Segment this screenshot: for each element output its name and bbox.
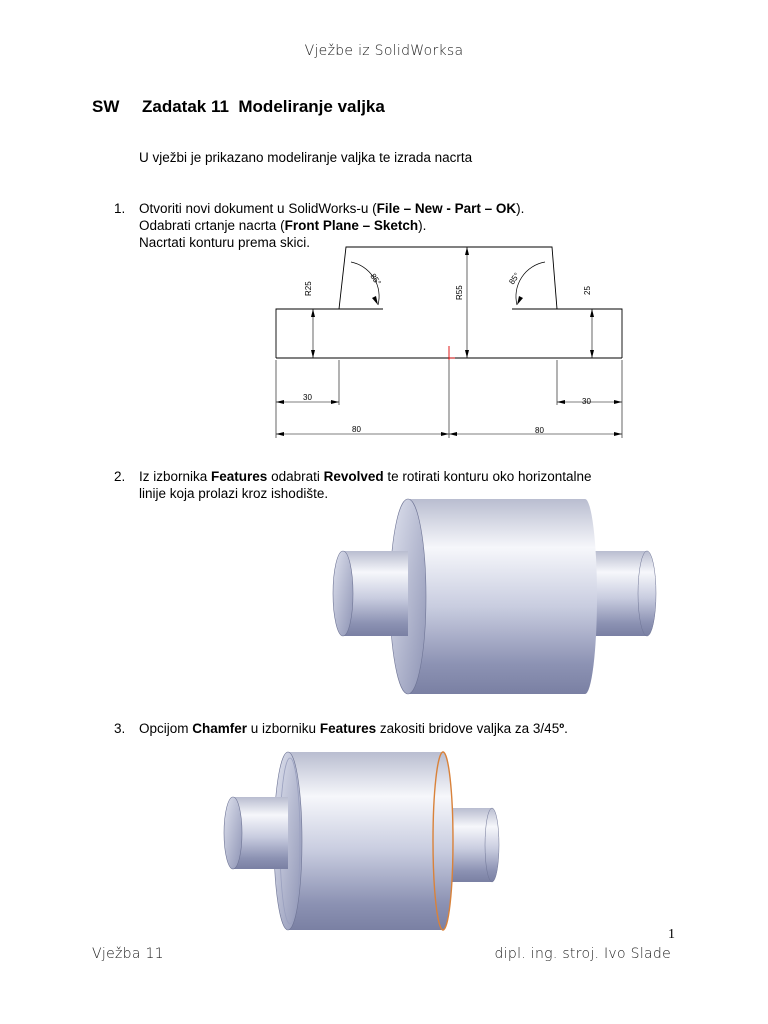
document-title: SW Zadatak 11 Modeliranje valjka — [92, 97, 385, 117]
text-run: ). — [516, 201, 525, 216]
dim-angle-right-label: 85° — [507, 271, 521, 286]
dim-80-right-label: 80 — [535, 426, 544, 435]
bold-term: Features — [319, 721, 377, 736]
bold-term: º — [559, 721, 565, 736]
step-3: 3. Opcijom Chamfer u izborniku Features … — [114, 720, 568, 737]
text-run: . — [564, 721, 568, 736]
dim-angle-left-label: 85° — [368, 272, 382, 287]
bold-term: File – New - Part – OK — [376, 201, 517, 216]
bold-term: Features — [211, 469, 268, 484]
step-1-line: Otvoriti novi dokument u SolidWorks-u (F… — [139, 200, 524, 217]
footer-left: Vježba 11 — [92, 946, 164, 962]
step-2: 2. Iz izbornika Features odabrati Revolv… — [114, 468, 592, 502]
step-1-lines: Otvoriti novi dokument u SolidWorks-u (F… — [139, 200, 524, 251]
text-run: linije koja prolazi kroz ishodište. — [139, 486, 329, 501]
dim-r55-label: R55 — [455, 285, 464, 300]
bold-term: Front Plane – Sketch — [284, 218, 419, 233]
step-2-lines: Iz izbornika Features odabrati Revolved … — [139, 468, 592, 502]
origin-marker — [448, 346, 455, 360]
chamfered-cylinder-image — [223, 751, 500, 931]
bold-term: Revolved — [323, 469, 384, 484]
text-run: zakositi bridove valjka za 3/45 — [376, 721, 560, 736]
text-run: Opcijom — [139, 721, 193, 736]
profile-sketch: R25 R55 25 85° 85° 30 30 80 80 — [275, 246, 623, 438]
text-run: te rotirati konturu oko horizontalne — [383, 469, 592, 484]
dim-30-right-label: 30 — [582, 397, 591, 406]
step-1-line: Nacrtati konturu prema skici. — [139, 234, 524, 251]
text-run: Nacrtati konturu prema skici. — [139, 235, 311, 250]
step-2-line: linije koja prolazi kroz ishodište. — [139, 485, 592, 502]
text-run: u izborniku — [247, 721, 320, 736]
dim-80-left-label: 80 — [352, 425, 361, 434]
bold-term: Chamfer — [192, 721, 248, 736]
dim-30-left-label: 30 — [303, 393, 312, 402]
step-1-number: 1. — [114, 201, 126, 216]
left-shaft — [343, 551, 408, 636]
step-3-lines: Opcijom Chamfer u izborniku Features zak… — [139, 720, 568, 737]
step-1: 1. Otvoriti novi dokument u SolidWorks-u… — [114, 200, 524, 251]
text-run: Iz izbornika — [139, 469, 212, 484]
left-shaft-face — [332, 550, 354, 637]
page-header: Vježbe iz SolidWorksa — [304, 43, 464, 59]
step-2-number: 2. — [114, 469, 126, 484]
title-prefix: SW — [92, 97, 120, 116]
angle-arc-right — [515, 261, 546, 306]
footer-right: dipl. ing. stroj. Ivo Slade — [494, 946, 671, 962]
text-run: Otvoriti novi dokument u SolidWorks-u ( — [139, 201, 377, 216]
text-run: odabrati — [267, 469, 324, 484]
sketch-profile — [275, 246, 623, 358]
step-3-number: 3. — [114, 721, 126, 736]
dim-25-label: 25 — [583, 286, 592, 295]
step-1-line: Odabrati crtanje nacrta (Front Plane – S… — [139, 217, 524, 234]
text-run: ). — [418, 218, 427, 233]
chamfer-edge — [432, 751, 454, 931]
title-text: Zadatak 11 Modeliranje valjka — [142, 97, 385, 116]
revolved-cylinder-image — [332, 498, 657, 695]
main-body — [410, 499, 585, 694]
text-run: Odabrati crtanje nacrta ( — [139, 218, 285, 233]
step-2-line: Iz izbornika Features odabrati Revolved … — [139, 468, 592, 485]
page-number: 1 — [668, 927, 675, 942]
intro-text: U vježbi je prikazano modeliranje valjka… — [139, 150, 473, 165]
angle-arc-left — [350, 261, 380, 306]
dim-r25-label: R25 — [304, 281, 313, 296]
step-3-line: Opcijom Chamfer u izborniku Features zak… — [139, 720, 568, 737]
